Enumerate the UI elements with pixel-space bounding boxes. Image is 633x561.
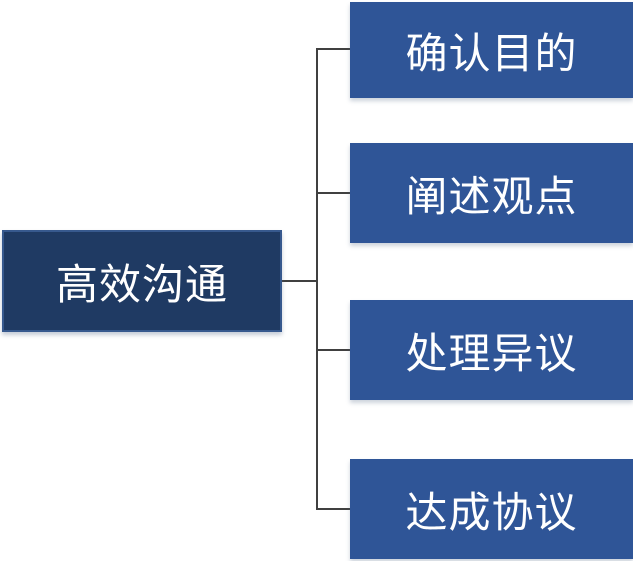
child-node-1-label: 确认目的 — [405, 29, 578, 77]
connector-branch-4-line — [316, 508, 350, 510]
child-node-3: 处理异议 — [350, 300, 633, 400]
connector-trunk-line — [316, 48, 318, 510]
child-node-2-label: 阐述观点 — [405, 172, 578, 220]
root-node-label: 高效沟通 — [55, 260, 228, 308]
child-node-2: 阐述观点 — [350, 143, 633, 243]
child-node-4-label: 达成协议 — [405, 488, 578, 536]
connector-branch-1-line — [316, 48, 350, 50]
connector-branch-2-line — [316, 192, 350, 194]
root-node: 高效沟通 — [2, 230, 282, 332]
connector-branch-3-line — [316, 349, 350, 351]
child-node-4: 达成协议 — [350, 459, 633, 559]
connector-root-line — [282, 280, 318, 282]
child-node-3-label: 处理异议 — [405, 329, 578, 377]
child-node-1: 确认目的 — [350, 2, 633, 98]
